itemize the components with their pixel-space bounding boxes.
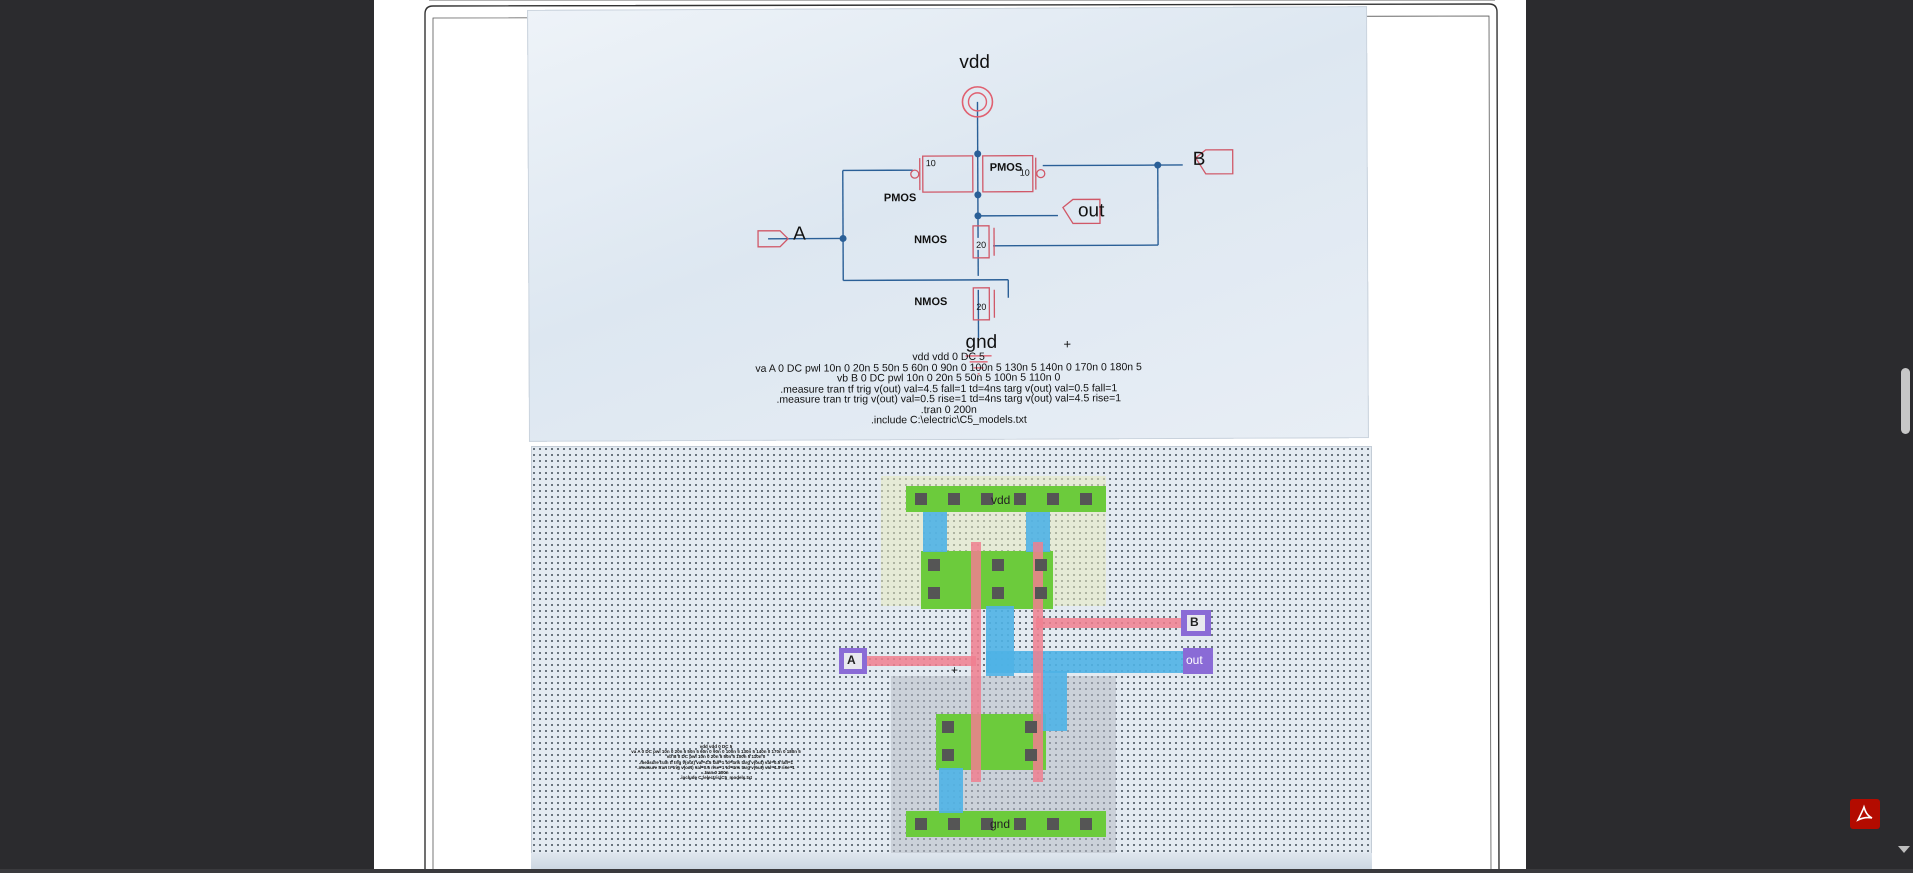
schematic-scan: + vdd gnd A B out PMOS PMOS NMOS NMOS 10… (527, 6, 1369, 442)
spice-line: .measure tran tr trig v(out) val=0.5 ris… (637, 764, 795, 770)
svg-text:+: + (1063, 336, 1071, 351)
layout-spice-netlist: vdd vdd 0 DC 5 va A 0 DC pwl 10n 0 20n 5… (601, 744, 831, 780)
layout-pin-out: out (1186, 653, 1203, 667)
nmos-bottom-label: NMOS (914, 296, 948, 309)
pmos-right-label: PMOS (989, 161, 1023, 174)
svg-text:+: + (951, 663, 958, 677)
layout-pin-a: A (847, 653, 856, 667)
vertical-scrollbar[interactable] (1895, 0, 1913, 873)
vdd-label: vdd (959, 51, 990, 73)
nmos-bottom-width: 20 (976, 301, 987, 312)
scrollbar-thumb[interactable] (1901, 368, 1910, 434)
schematic-wires: + (757, 86, 1234, 375)
scanned-taskbar (531, 853, 1372, 873)
port-a-label: A (792, 223, 806, 245)
layout-gnd-label: gnd (990, 817, 1011, 831)
viewer-bottom-edge (0, 869, 1913, 873)
spice-line: vb B 0 DC pwl 10n 0 20n 5 50n 5 100n 5 1… (666, 754, 766, 760)
layout-vdd-label: vdd (991, 493, 1011, 507)
port-out-label: out (1077, 200, 1105, 222)
nmos-top-width: 20 (976, 239, 987, 250)
layout-drawing: + (539, 476, 1213, 871)
spice-line: .include C:\electric\C5_models.txt (679, 775, 753, 781)
pmos-left-width: 10 (925, 158, 936, 169)
pmos-left-label: PMOS (883, 192, 917, 205)
spice-line: .measure tran tf trig v(out) val=4.5 fal… (639, 759, 793, 765)
spice-line: .tran 0 200n (703, 770, 729, 776)
nmos-top-label: NMOS (914, 234, 948, 247)
layout-scan: + vdd gnd A B out vdd vdd 0 DC 5 va A 0 … (531, 446, 1372, 873)
scroll-down-arrow-icon[interactable] (1898, 846, 1910, 853)
spice-line: vdd vdd 0 DC 5 (699, 744, 733, 749)
port-b-label: B (1192, 148, 1206, 170)
spice-netlist: vdd vdd 0 DC 5 va A 0 DC pwl 10n 0 20n 5… (529, 350, 1369, 427)
spice-line: va A 0 DC pwl 10n 0 20n 5 50n 5 60n 0 90… (631, 749, 801, 755)
acrobat-pdf-icon[interactable] (1850, 799, 1880, 829)
acrobat-glyph-icon (1856, 804, 1873, 822)
pmos-right-width: 10 (1019, 167, 1030, 178)
layout-pin-b: B (1190, 615, 1199, 629)
